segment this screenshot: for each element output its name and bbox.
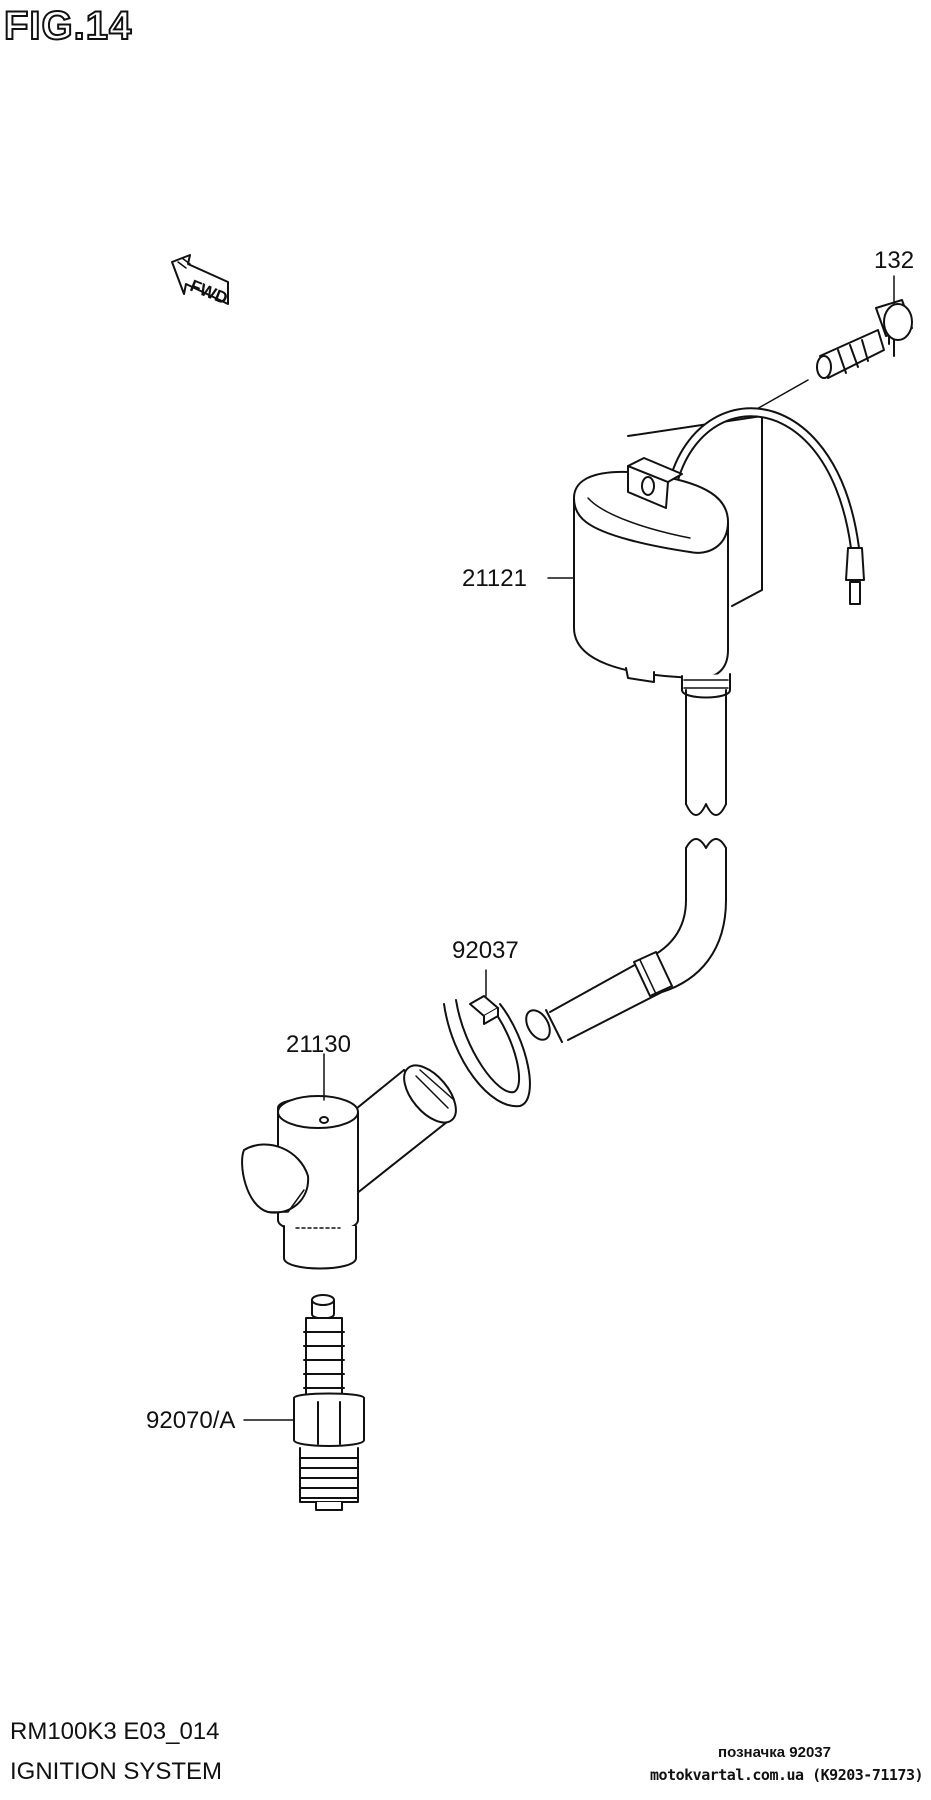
site-watermark: motokvartal.com.ua (K9203-71173) [650,1766,923,1784]
clamp-92037: 92037 [443,937,531,1108]
bolt-132 [747,299,913,415]
section-title: IGNITION SYSTEM [10,1758,223,1785]
model-code: RM100K3 E03_014 [10,1718,220,1745]
spark-plug-92070a: 92070/A [146,1294,365,1511]
fwd-arrow-icon: FWD [171,254,230,308]
callout-21130: 21130 [286,1031,351,1058]
callout-21121: 21121 [462,565,527,592]
figure-title: FIG.14 [3,3,133,49]
part-reference: позначка 92037 [718,1744,831,1761]
plug-cap-21130: 21130 [241,1031,457,1270]
high-tension-lead [525,838,727,1043]
callout-132: 132 [874,247,914,274]
callout-92037: 92037 [452,937,519,964]
ignition-coil-21121: 21121 [462,407,865,816]
callout-92070a: 92070/A [146,1407,235,1434]
